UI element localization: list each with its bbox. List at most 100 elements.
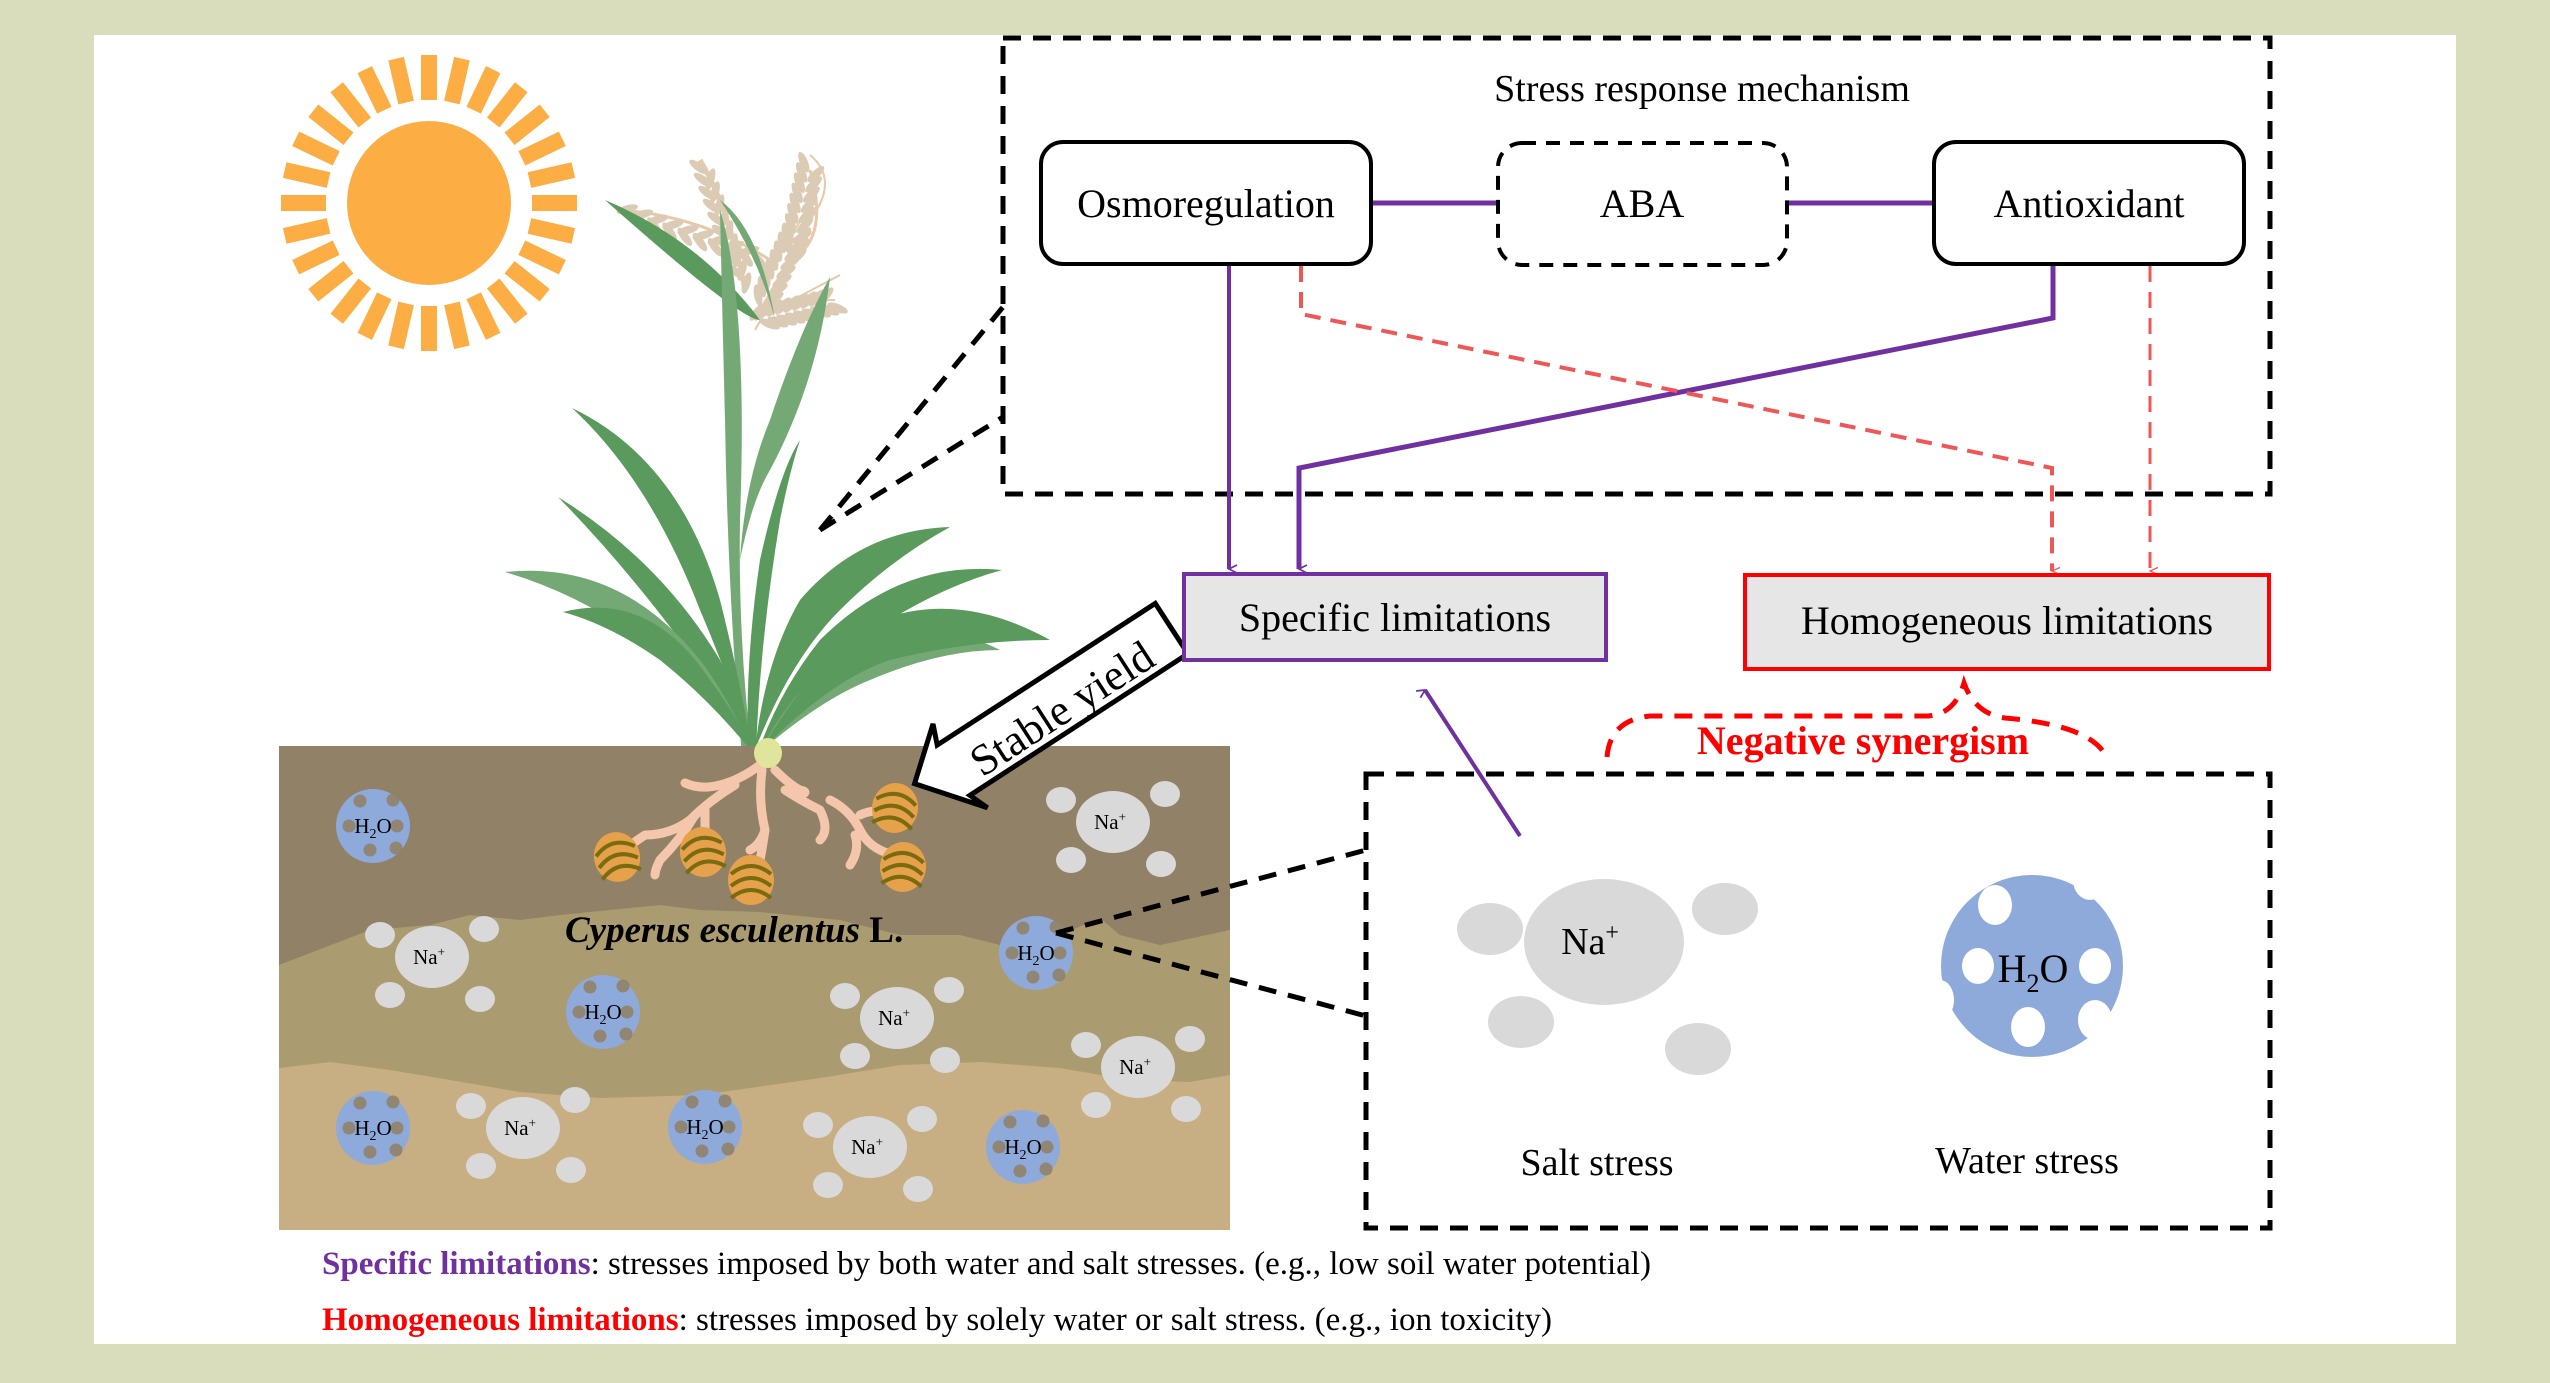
svg-text:Na+: Na+ <box>878 1005 910 1030</box>
spikelet <box>827 302 848 314</box>
spikelet <box>798 151 810 173</box>
spikelet <box>805 176 823 193</box>
sun-ray <box>308 260 354 302</box>
mechanism-title: Stress response mechanism <box>1494 68 1910 110</box>
spikelet <box>776 265 796 279</box>
spikelet <box>775 297 791 315</box>
spikelet <box>795 162 808 183</box>
spikelet <box>798 206 816 224</box>
svg-text:Na+: Na+ <box>1119 1054 1151 1079</box>
sun-ray <box>444 301 470 350</box>
spikelet <box>783 295 800 313</box>
svg-text:H2O: H2O <box>1004 1135 1041 1163</box>
spikelet <box>677 225 699 235</box>
spikelet <box>702 198 722 214</box>
salt-particle: Na+ <box>830 977 964 1073</box>
salt-stress-label: Salt stress <box>1520 1142 1673 1184</box>
svg-text:Na+: Na+ <box>413 944 445 969</box>
tuber-icon <box>679 827 727 877</box>
spikelet <box>776 314 797 326</box>
sun-ray <box>486 278 528 324</box>
leader-lines <box>818 305 1367 1019</box>
spikelet <box>789 192 801 214</box>
svg-text:H2O: H2O <box>1017 941 1054 969</box>
sun-body <box>347 121 511 285</box>
spikelet <box>793 310 814 322</box>
spikelet <box>662 219 684 230</box>
leaf <box>505 570 752 752</box>
leaf <box>605 200 760 320</box>
spikelet <box>741 272 752 294</box>
leaf <box>563 607 752 752</box>
leaf <box>760 608 1050 752</box>
spikelet <box>791 182 803 204</box>
sun-ray <box>357 66 392 114</box>
leaf <box>755 527 950 750</box>
salt-ion-label: Na+ <box>1561 920 1619 963</box>
species-label: Cyperus esculentus L. <box>565 910 903 951</box>
sun-ray <box>504 104 550 146</box>
spikelet <box>784 247 804 261</box>
node-osmoregulation: Osmoregulation <box>1039 140 1373 266</box>
svg-text:H2O: H2O <box>354 1116 391 1144</box>
salt-particle: Na+ <box>456 1087 590 1183</box>
salt-particle: Na+ <box>1046 781 1180 877</box>
sun-ray <box>527 162 576 188</box>
specific-limitations-box: Specific limitations <box>1182 572 1608 662</box>
water-particle: H2O <box>986 1110 1060 1184</box>
node-antioxidant: Antioxidant <box>1932 140 2246 266</box>
water-particle: H2O <box>566 975 640 1049</box>
spikelet <box>793 172 806 193</box>
sun-ray <box>466 66 501 114</box>
svg-text:Na+: Na+ <box>504 1115 536 1140</box>
spikelet <box>646 214 669 225</box>
sun-ray <box>486 82 528 128</box>
sun-ray <box>292 131 340 166</box>
leaf <box>747 440 800 752</box>
spikelet <box>792 293 808 311</box>
spikelet <box>764 291 784 305</box>
sun-ray <box>330 278 372 324</box>
synergism-brace <box>1604 674 2109 758</box>
tuber-icon <box>871 783 919 833</box>
leaf <box>740 277 830 560</box>
svg-text:Specific limitations: Specific limitations <box>1239 595 1551 640</box>
node-aba: ABA <box>1496 141 1789 267</box>
salt-particle: Na+ <box>365 916 499 1012</box>
sun-ray <box>504 260 550 302</box>
spikelet <box>698 185 717 201</box>
water-particle: H2O <box>336 789 410 863</box>
spikelet <box>807 166 825 183</box>
spikelet <box>759 318 780 330</box>
water-molecule-label: H2O <box>1998 946 2069 998</box>
water-particle: H2O <box>999 916 1073 990</box>
sun-ray <box>282 162 331 188</box>
water-stress-label: Water stress <box>1935 1140 2119 1182</box>
leaf <box>758 568 1002 752</box>
spikelet <box>784 312 806 324</box>
legend-specific: Specific limitations: stresses imposed b… <box>322 1246 1651 1282</box>
svg-text:Osmoregulation: Osmoregulation <box>1077 181 1335 226</box>
sun-ray <box>518 240 566 275</box>
sun-ray <box>357 292 392 340</box>
salt-stress-icon <box>1457 879 1758 1075</box>
svg-text:Homogeneous limitations: Homogeneous limitations <box>1801 598 2213 643</box>
spikelet <box>772 274 792 288</box>
spikelet <box>767 316 789 328</box>
spikelet <box>760 300 780 314</box>
leaf <box>720 210 752 756</box>
sun-ray <box>388 56 414 105</box>
synergism-label: Negative synergism <box>1697 718 2029 763</box>
spikelet <box>792 230 812 244</box>
sun-ray <box>444 56 470 105</box>
spikelet <box>802 186 820 203</box>
stress-panel <box>1363 771 2273 1231</box>
sun-ray <box>466 292 501 340</box>
water-particle: H2O <box>668 1090 742 1164</box>
svg-text:Na+: Na+ <box>1094 809 1126 834</box>
spikelet <box>800 196 818 213</box>
